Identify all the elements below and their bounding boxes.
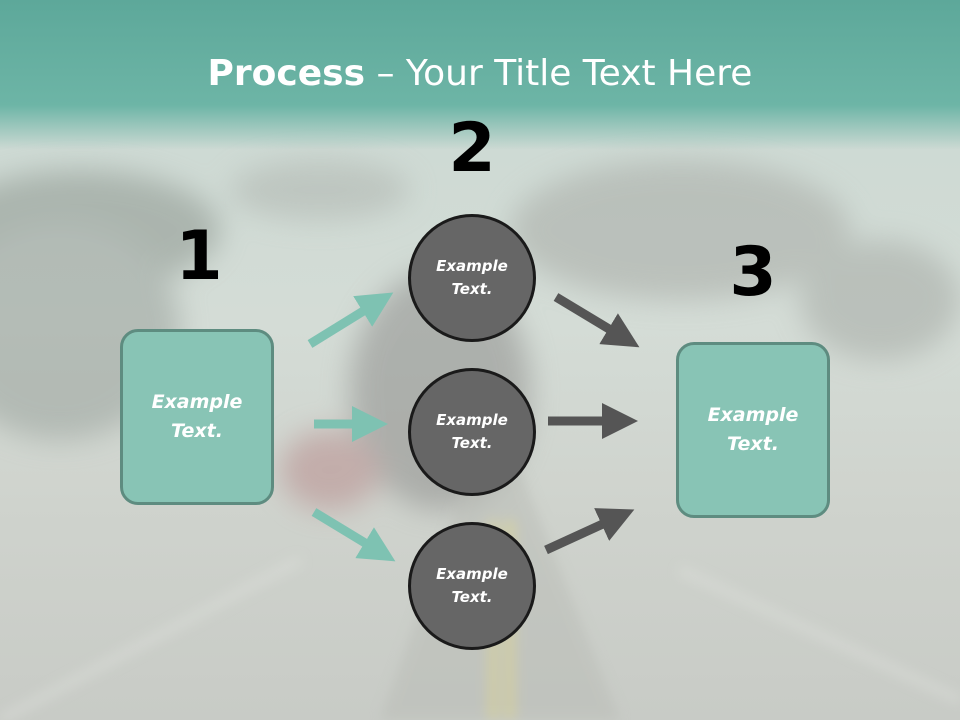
step-number-1: 1 (175, 217, 223, 296)
circle-top: Example Text. (408, 214, 536, 342)
right-box-text: Example Text. (707, 404, 799, 455)
title-bold: Process (207, 53, 366, 94)
left-box-text: Example Text. (151, 391, 243, 442)
circle-bottom-text: Example Text. (436, 565, 508, 606)
circle-bottom: Example Text. (408, 522, 536, 650)
circle-middle-text: Example Text. (436, 411, 508, 452)
title-band (0, 0, 960, 150)
arrow-top-to-right (553, 293, 640, 348)
arrow-bottom-to-right (544, 508, 635, 555)
left-box: Example Text. (120, 329, 274, 505)
slide-title: Process – Your Title Text Here (0, 52, 960, 96)
title-rest: – Your Title Text Here (365, 53, 753, 94)
circle-middle: Example Text. (408, 368, 536, 496)
step-number-2: 2 (448, 109, 496, 188)
right-box: Example Text. (676, 342, 830, 518)
circle-top-text: Example Text. (436, 257, 508, 298)
step-number-3: 3 (729, 233, 777, 312)
arrow-left-to-bottom (311, 508, 396, 562)
arrow-left-to-top (307, 292, 394, 348)
